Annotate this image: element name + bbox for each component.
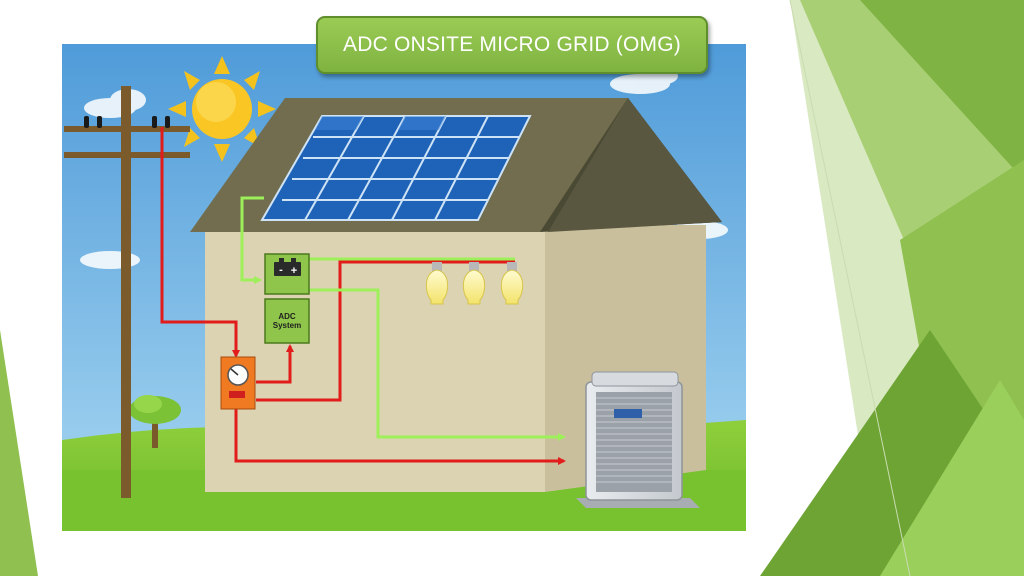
- light-bulbs: [425, 262, 524, 305]
- utility-pole: [64, 86, 190, 498]
- adc-system-box: [264, 298, 310, 344]
- light-bulb-icon: [500, 262, 524, 305]
- adc-system-label: ADC System: [265, 299, 309, 343]
- electric-meter-icon: [220, 356, 256, 410]
- solar-wire-panel-to-battery: [240, 196, 264, 284]
- light-bulb-icon: [462, 262, 486, 305]
- air-conditioner-icon: [576, 371, 700, 508]
- adc-system-label-line1: ADC: [278, 311, 296, 321]
- tree: [129, 395, 181, 448]
- sun-icon: [168, 56, 276, 162]
- light-bulb-icon: [425, 262, 449, 305]
- roof-gable: [548, 98, 722, 232]
- house-front-wall: [205, 225, 545, 492]
- slide-accent-shape: [880, 380, 1024, 576]
- grid-wire-pole-to-meter: [160, 127, 240, 358]
- slide-accent-line: [789, 0, 911, 576]
- grid-wire-meter-to-lights: [256, 260, 515, 402]
- solar-wires: [240, 196, 566, 441]
- adc-system-label-line2: System: [272, 321, 302, 330]
- grid-wire-meter-to-ac: [234, 409, 566, 465]
- title-banner: ADC ONSITE MICRO GRID (OMG): [316, 16, 708, 74]
- battery-minus-label: -: [279, 264, 283, 276]
- slide-title: ADC ONSITE MICRO GRID (OMG): [343, 33, 681, 56]
- solar-panel-icon: [260, 115, 532, 221]
- slide-accent-shape: [860, 0, 1024, 180]
- solar-wire-battery-to-ac: [306, 288, 566, 441]
- battery-icon: - +: [264, 253, 310, 295]
- grid-wire-meter-to-adc: [256, 344, 294, 384]
- slide-accent-shape: [0, 330, 38, 576]
- grid-wires: [160, 127, 566, 465]
- battery-plus-label: +: [291, 265, 297, 277]
- micro-grid-illustration: - +: [62, 44, 746, 531]
